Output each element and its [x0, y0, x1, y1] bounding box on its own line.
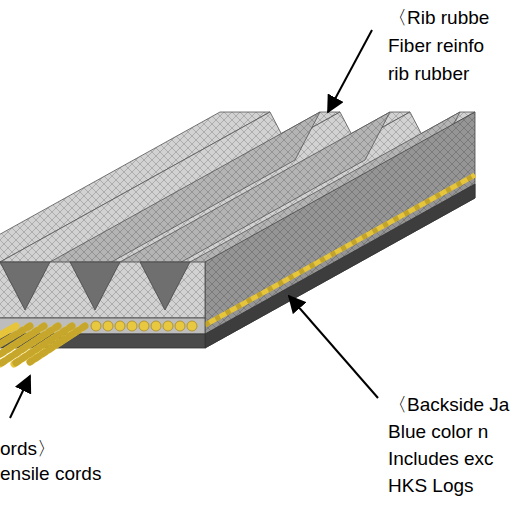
leader-arrows — [10, 30, 378, 418]
cord-section — [103, 321, 113, 331]
cord-strand — [0, 326, 30, 356]
cord-section — [187, 321, 197, 331]
cord-section — [115, 321, 125, 331]
cord-section — [175, 321, 185, 331]
callout-text: HKS Logs — [388, 473, 474, 499]
side-face — [205, 112, 475, 348]
callout-text: rib rubber — [388, 61, 469, 87]
groove — [70, 262, 120, 310]
cord-bundle — [0, 326, 85, 364]
leader-arrow — [10, 376, 30, 418]
cord-section — [163, 321, 173, 331]
callout-text: Includes exc — [388, 446, 494, 472]
cord-section — [91, 321, 101, 331]
leader-arrow — [289, 296, 378, 398]
cord-sections — [91, 321, 197, 331]
leader-arrow — [328, 30, 372, 112]
cord-section — [127, 321, 137, 331]
callout-text: 〈Backside Ja — [388, 392, 509, 418]
side-rubber — [205, 112, 475, 348]
callout-text: 〈Rib rubbe — [388, 5, 489, 31]
side-cord — [205, 175, 475, 325]
cord-section — [151, 321, 161, 331]
callout-text: ensile cords — [0, 461, 101, 487]
callout-text: ords〉 — [0, 436, 56, 462]
groove — [140, 262, 190, 310]
side-cord-twist — [205, 175, 475, 325]
callout-text: Fiber reinfo — [388, 33, 484, 59]
cord-strand — [0, 326, 16, 346]
callout-text: Blue color n — [388, 419, 488, 445]
cord-section — [139, 321, 149, 331]
front-rubber — [0, 262, 205, 318]
groove — [0, 262, 50, 310]
side-backing — [205, 184, 475, 348]
cord-twist — [0, 326, 30, 356]
